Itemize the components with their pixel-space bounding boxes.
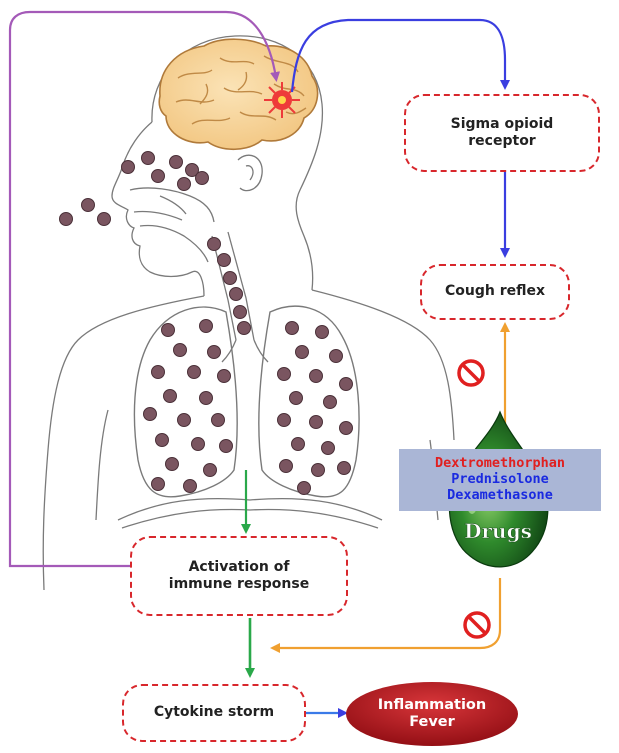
virus-particle-icon bbox=[278, 414, 291, 427]
virus-particle-icon bbox=[164, 390, 177, 403]
virus-particle-icon bbox=[280, 460, 293, 473]
effect-inflammation: Inflammation bbox=[378, 697, 486, 714]
virus-particle-icon bbox=[156, 434, 169, 447]
virus-particle-icon bbox=[192, 438, 205, 451]
inflammation-fever-label: Inflammation Fever bbox=[350, 684, 514, 744]
box-immune-line2: immune response bbox=[169, 576, 309, 594]
box-immune-activation: Activation of immune response bbox=[130, 536, 348, 616]
virus-particle-icon bbox=[142, 152, 155, 165]
virus-particle-icon bbox=[340, 378, 353, 391]
virus-particle-icon bbox=[152, 478, 165, 491]
effect-fever: Fever bbox=[409, 714, 455, 731]
drug-item-dexamethasone: Dexamethasone bbox=[447, 488, 553, 504]
virus-particle-icon bbox=[298, 482, 311, 495]
virus-particle-icon bbox=[224, 272, 237, 285]
virus-particle-icon bbox=[312, 464, 325, 477]
drug-list-panel: Dextromethorphan Prednisolone Dexamethas… bbox=[399, 449, 601, 511]
virus-particle-icon bbox=[322, 442, 335, 455]
box-cough-label: Cough reflex bbox=[445, 283, 545, 301]
box-sigma-line2: receptor bbox=[468, 133, 535, 151]
virus-particle-icon bbox=[184, 480, 197, 493]
virus-particle-icon bbox=[290, 392, 303, 405]
virus-particle-icon bbox=[234, 306, 247, 319]
virus-particle-icon bbox=[230, 288, 243, 301]
virus-particle-icon bbox=[152, 170, 165, 183]
drug-item-dextromethorphan: Dextromethorphan bbox=[435, 456, 565, 472]
virus-particle-icon bbox=[82, 199, 95, 212]
virus-particle-icon bbox=[238, 322, 251, 335]
virus-particle-icon bbox=[212, 414, 225, 427]
virus-particle-icon bbox=[178, 178, 191, 191]
drug-item-prednisolone: Prednisolone bbox=[451, 472, 549, 488]
drug-drop-label: Drugs bbox=[464, 519, 532, 543]
virus-particle-icon bbox=[292, 438, 305, 451]
virus-particle-icon bbox=[220, 440, 233, 453]
box-sigma-opioid-receptor: Sigma opioid receptor bbox=[404, 94, 600, 172]
virus-particle-icon bbox=[166, 458, 179, 471]
virus-particle-icon bbox=[310, 370, 323, 383]
virus-particle-icon bbox=[218, 254, 231, 267]
virus-particle-icon bbox=[310, 416, 323, 429]
box-sigma-line1: Sigma opioid bbox=[451, 116, 554, 134]
box-immune-line1: Activation of bbox=[189, 559, 290, 577]
virus-particle-icon bbox=[296, 346, 309, 359]
virus-particle-icon bbox=[152, 366, 165, 379]
prohibition-icon bbox=[459, 361, 483, 385]
virus-particle-icon bbox=[278, 368, 291, 381]
virus-particle-icon bbox=[144, 408, 157, 421]
box-cough-reflex: Cough reflex bbox=[420, 264, 570, 320]
virus-particle-icon bbox=[208, 238, 221, 251]
virus-particle-icon bbox=[200, 392, 213, 405]
virus-burst-icon bbox=[264, 82, 300, 118]
box-cytokine-label: Cytokine storm bbox=[154, 704, 274, 722]
virus-particle-icon bbox=[200, 320, 213, 333]
virus-particle-icon bbox=[122, 161, 135, 174]
arrow-brain-to-sigma bbox=[292, 20, 505, 92]
virus-particle-icon bbox=[324, 396, 337, 409]
virus-particle-icon bbox=[208, 346, 221, 359]
virus-particle-icon bbox=[330, 350, 343, 363]
virus-particle-icon bbox=[340, 422, 353, 435]
virus-particle-icon bbox=[188, 366, 201, 379]
box-cytokine-storm: Cytokine storm bbox=[122, 684, 306, 742]
virus-particle-icon bbox=[162, 324, 175, 337]
virus-particle-icon bbox=[196, 172, 209, 185]
virus-particle-icon bbox=[286, 322, 299, 335]
virus-particle-icon bbox=[98, 213, 111, 226]
virus-particle-icon bbox=[60, 213, 73, 226]
virus-particle-icon bbox=[316, 326, 329, 339]
virus-particle-icon bbox=[204, 464, 217, 477]
virus-particle-icon bbox=[174, 344, 187, 357]
virus-particle-icon bbox=[338, 462, 351, 475]
prohibition-icon bbox=[465, 613, 489, 637]
brain-icon bbox=[159, 39, 317, 149]
virus-particle-icon bbox=[218, 370, 231, 383]
virus-particle-icon bbox=[170, 156, 183, 169]
virus-particle-icon bbox=[178, 414, 191, 427]
